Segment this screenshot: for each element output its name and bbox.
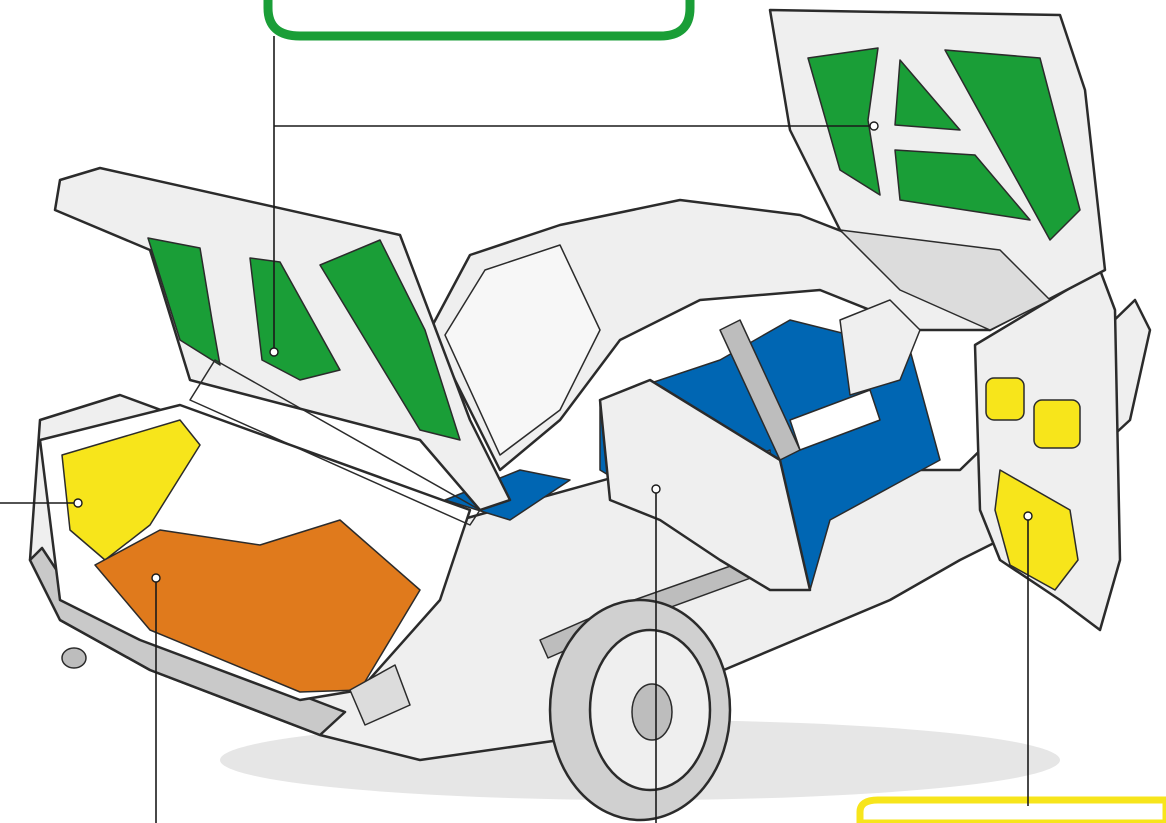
door-panel-1: [985, 377, 1025, 421]
trunk-floor: [94, 519, 421, 693]
leader-dot-hood: [869, 121, 879, 131]
trunk-lid-panel-3: [319, 239, 461, 441]
trunk-lid-panel-1: [147, 237, 221, 366]
leader-dot-cabin-floor: [651, 484, 661, 494]
front-seat: [839, 299, 921, 396]
leader-dot-trunk-floor: [151, 573, 161, 583]
leader-dot-trunk-lid: [269, 347, 279, 357]
rear-window: [444, 244, 601, 456]
hood-panel-3: [944, 49, 1081, 241]
tail-light: [349, 664, 411, 726]
transmission-tunnel: [789, 389, 881, 451]
rear-door: [598, 378, 812, 592]
engine-bay: [839, 229, 1051, 331]
door-panel-2: [1033, 399, 1081, 449]
trunk-strut: [189, 359, 481, 526]
leader-dot-trunk-side: [73, 498, 83, 508]
front-wheel-hub: [631, 683, 673, 741]
hood-panel-2: [894, 59, 961, 131]
trunk-side-panel: [61, 419, 201, 561]
hood-panel-4: [894, 149, 1031, 221]
hood-panel-1: [807, 47, 881, 196]
leader-dot-door-panel: [1023, 511, 1033, 521]
callout-frame-top-green: [263, 0, 695, 41]
exhaust-pipe: [61, 647, 87, 669]
door-panel-3: [994, 469, 1079, 591]
callout-frame-bottom-yellow: [856, 796, 1166, 823]
